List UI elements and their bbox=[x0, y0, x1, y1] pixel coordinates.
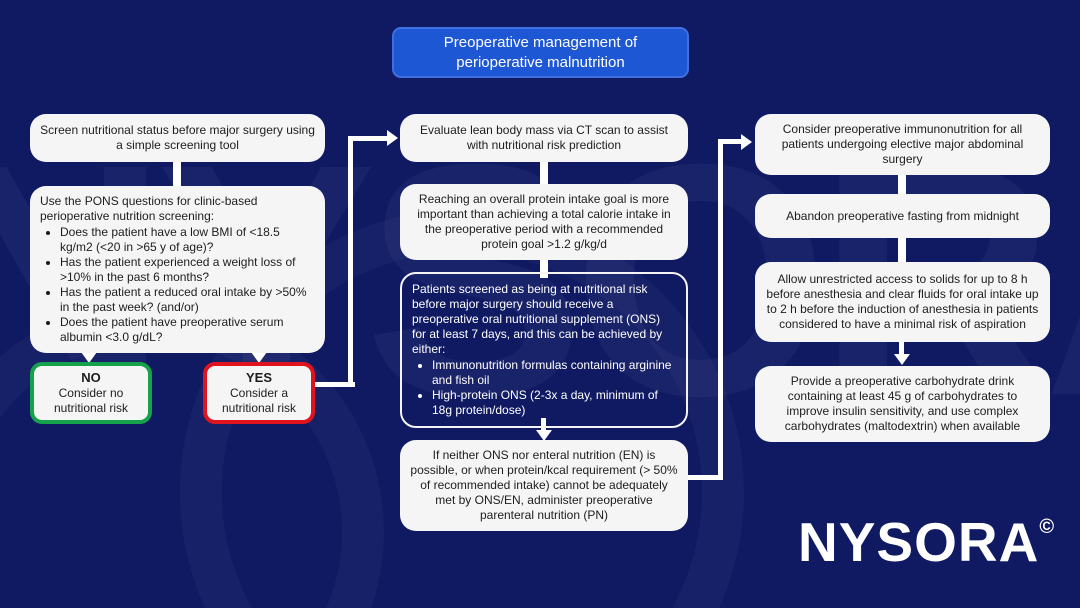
yes-text: Consider a nutritional risk bbox=[221, 386, 297, 416]
ons-bullet: High-protein ONS (2-3x a day, minimum of… bbox=[432, 388, 676, 418]
connector-evaluate-to-protein bbox=[540, 155, 548, 189]
pons-bullet-list: Does the patient have a low BMI of <18.5… bbox=[40, 225, 315, 345]
yes-decision-box: YES Consider a nutritional risk bbox=[203, 362, 315, 425]
immunonutrition-box: Consider preoperative immunonutrition fo… bbox=[755, 114, 1050, 175]
arrowhead-right-icon bbox=[741, 134, 752, 150]
no-text: Consider no nutritional risk bbox=[53, 386, 129, 416]
no-label: NO bbox=[81, 370, 101, 385]
oral-nutritional-supplement-box: Patients screened as being at nutritiona… bbox=[400, 272, 688, 428]
carbohydrate-drink-box: Provide a preoperative carbohydrate drin… bbox=[755, 366, 1050, 442]
pons-bullet: Does the patient have preoperative serum… bbox=[60, 315, 315, 345]
nysora-logo-text: NYSORA bbox=[798, 511, 1040, 573]
abandon-fasting-box: Abandon preoperative fasting from midnig… bbox=[755, 194, 1050, 238]
connector-parenteral-to-immunonutrition bbox=[718, 139, 723, 480]
parenteral-nutrition-box: If neither ONS nor enteral nutrition (EN… bbox=[400, 440, 688, 531]
pons-bullet: Has the patient experienced a weight los… bbox=[60, 255, 315, 285]
connector-parenteral-to-immunonutrition bbox=[723, 139, 743, 144]
connector-solids-to-carb bbox=[899, 340, 904, 356]
pons-bullet: Does the patient have a low BMI of <18.5… bbox=[60, 225, 315, 255]
arrowhead-down-icon bbox=[536, 430, 552, 441]
nysora-logo: NYSORA© bbox=[798, 510, 1055, 574]
connector-screen-to-pons bbox=[173, 155, 181, 191]
ons-bullet: Immunonutrition formulas containing argi… bbox=[432, 358, 676, 388]
ons-intro-text: Patients screened as being at nutritiona… bbox=[412, 282, 663, 356]
connector-parenteral-to-immunonutrition bbox=[680, 475, 723, 480]
yes-label: YES bbox=[245, 370, 272, 385]
connector-ons-to-parenteral bbox=[541, 418, 546, 432]
copyright-mark: © bbox=[1039, 516, 1056, 538]
connector-yes-to-evaluate bbox=[310, 382, 355, 387]
connector-immunonutrition-to-fasting bbox=[898, 165, 906, 199]
protein-intake-goal-box: Reaching an overall protein intake goal … bbox=[400, 184, 688, 260]
connector-protein-to-ons bbox=[540, 242, 548, 278]
connector-yes-to-evaluate bbox=[353, 136, 390, 141]
pons-bullet: Has the patient a reduced oral intake by… bbox=[60, 285, 315, 315]
arrowhead-down-icon bbox=[81, 352, 97, 363]
no-decision-box: NO Consider no nutritional risk bbox=[30, 362, 152, 425]
connector-fasting-to-solids bbox=[898, 232, 906, 267]
pons-questions-box: Use the PONS questions for clinic-based … bbox=[30, 186, 325, 353]
screen-nutritional-status-box: Screen nutritional status before major s… bbox=[30, 114, 325, 162]
connector-yes-to-evaluate bbox=[348, 136, 353, 387]
ons-bullet-list: Immunonutrition formulas containing argi… bbox=[412, 358, 676, 418]
pons-intro-text: Use the PONS questions for clinic-based … bbox=[40, 194, 258, 223]
evaluate-lean-body-mass-box: Evaluate lean body mass via CT scan to a… bbox=[400, 114, 688, 162]
arrowhead-down-icon bbox=[894, 354, 910, 365]
solids-and-clear-fluids-box: Allow unrestricted access to solids for … bbox=[755, 262, 1050, 342]
page-title: Preoperative management of perioperative… bbox=[392, 27, 689, 78]
arrowhead-right-icon bbox=[387, 130, 398, 146]
arrowhead-down-icon bbox=[251, 352, 267, 363]
